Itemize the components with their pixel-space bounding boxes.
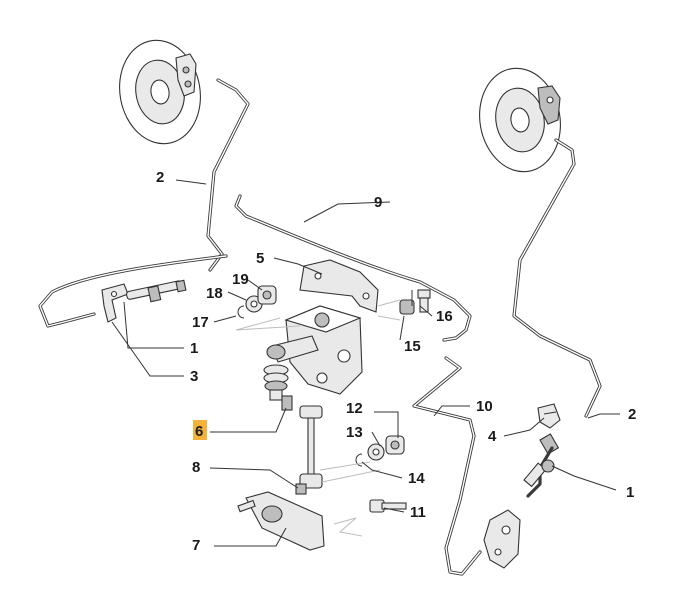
brake-disc-left (119, 39, 201, 145)
label-2-left: 2 (156, 169, 164, 186)
label-12: 12 (346, 400, 363, 417)
label-15: 15 (404, 338, 421, 355)
hose-fitting-right (523, 433, 560, 498)
pipe-clip-left (101, 283, 129, 323)
label-8: 8 (192, 459, 200, 476)
label-5: 5 (256, 250, 264, 267)
label-1-left: 1 (190, 340, 198, 357)
highlight-marker (193, 420, 207, 440)
part-labels: 2 9 5 19 18 17 1 3 16 15 6 8 7 12 13 14 … (156, 169, 636, 554)
hose-fitting-left (126, 279, 187, 303)
pipe-clip-right (537, 403, 561, 429)
label-3: 3 (190, 368, 198, 385)
bolt (369, 499, 407, 513)
bracket (299, 259, 379, 313)
nut-15-16 (377, 289, 431, 321)
brake-disc-right (479, 67, 561, 173)
brake-pipes (38, 78, 602, 576)
label-7: 7 (192, 537, 200, 554)
label-1-right: 1 (626, 484, 634, 501)
valve-body (263, 305, 363, 401)
leader-lines (111, 179, 620, 547)
label-18: 18 (206, 285, 223, 302)
label-4: 4 (488, 428, 497, 445)
link-rod (281, 395, 323, 495)
lever-plate (237, 491, 363, 551)
washer-nut-set-lower (319, 435, 405, 483)
label-13: 13 (346, 424, 363, 441)
label-10: 10 (476, 398, 493, 415)
washer-nut-set-upper (235, 285, 301, 331)
label-14: 14 (408, 470, 425, 487)
label-16: 16 (436, 308, 453, 325)
label-17: 17 (192, 314, 209, 331)
caliper-bracket (483, 509, 521, 569)
label-9: 9 (374, 194, 382, 211)
label-2-right: 2 (628, 406, 636, 423)
label-11: 11 (410, 504, 426, 521)
label-6: 6 (195, 423, 203, 440)
label-19: 19 (232, 271, 249, 288)
